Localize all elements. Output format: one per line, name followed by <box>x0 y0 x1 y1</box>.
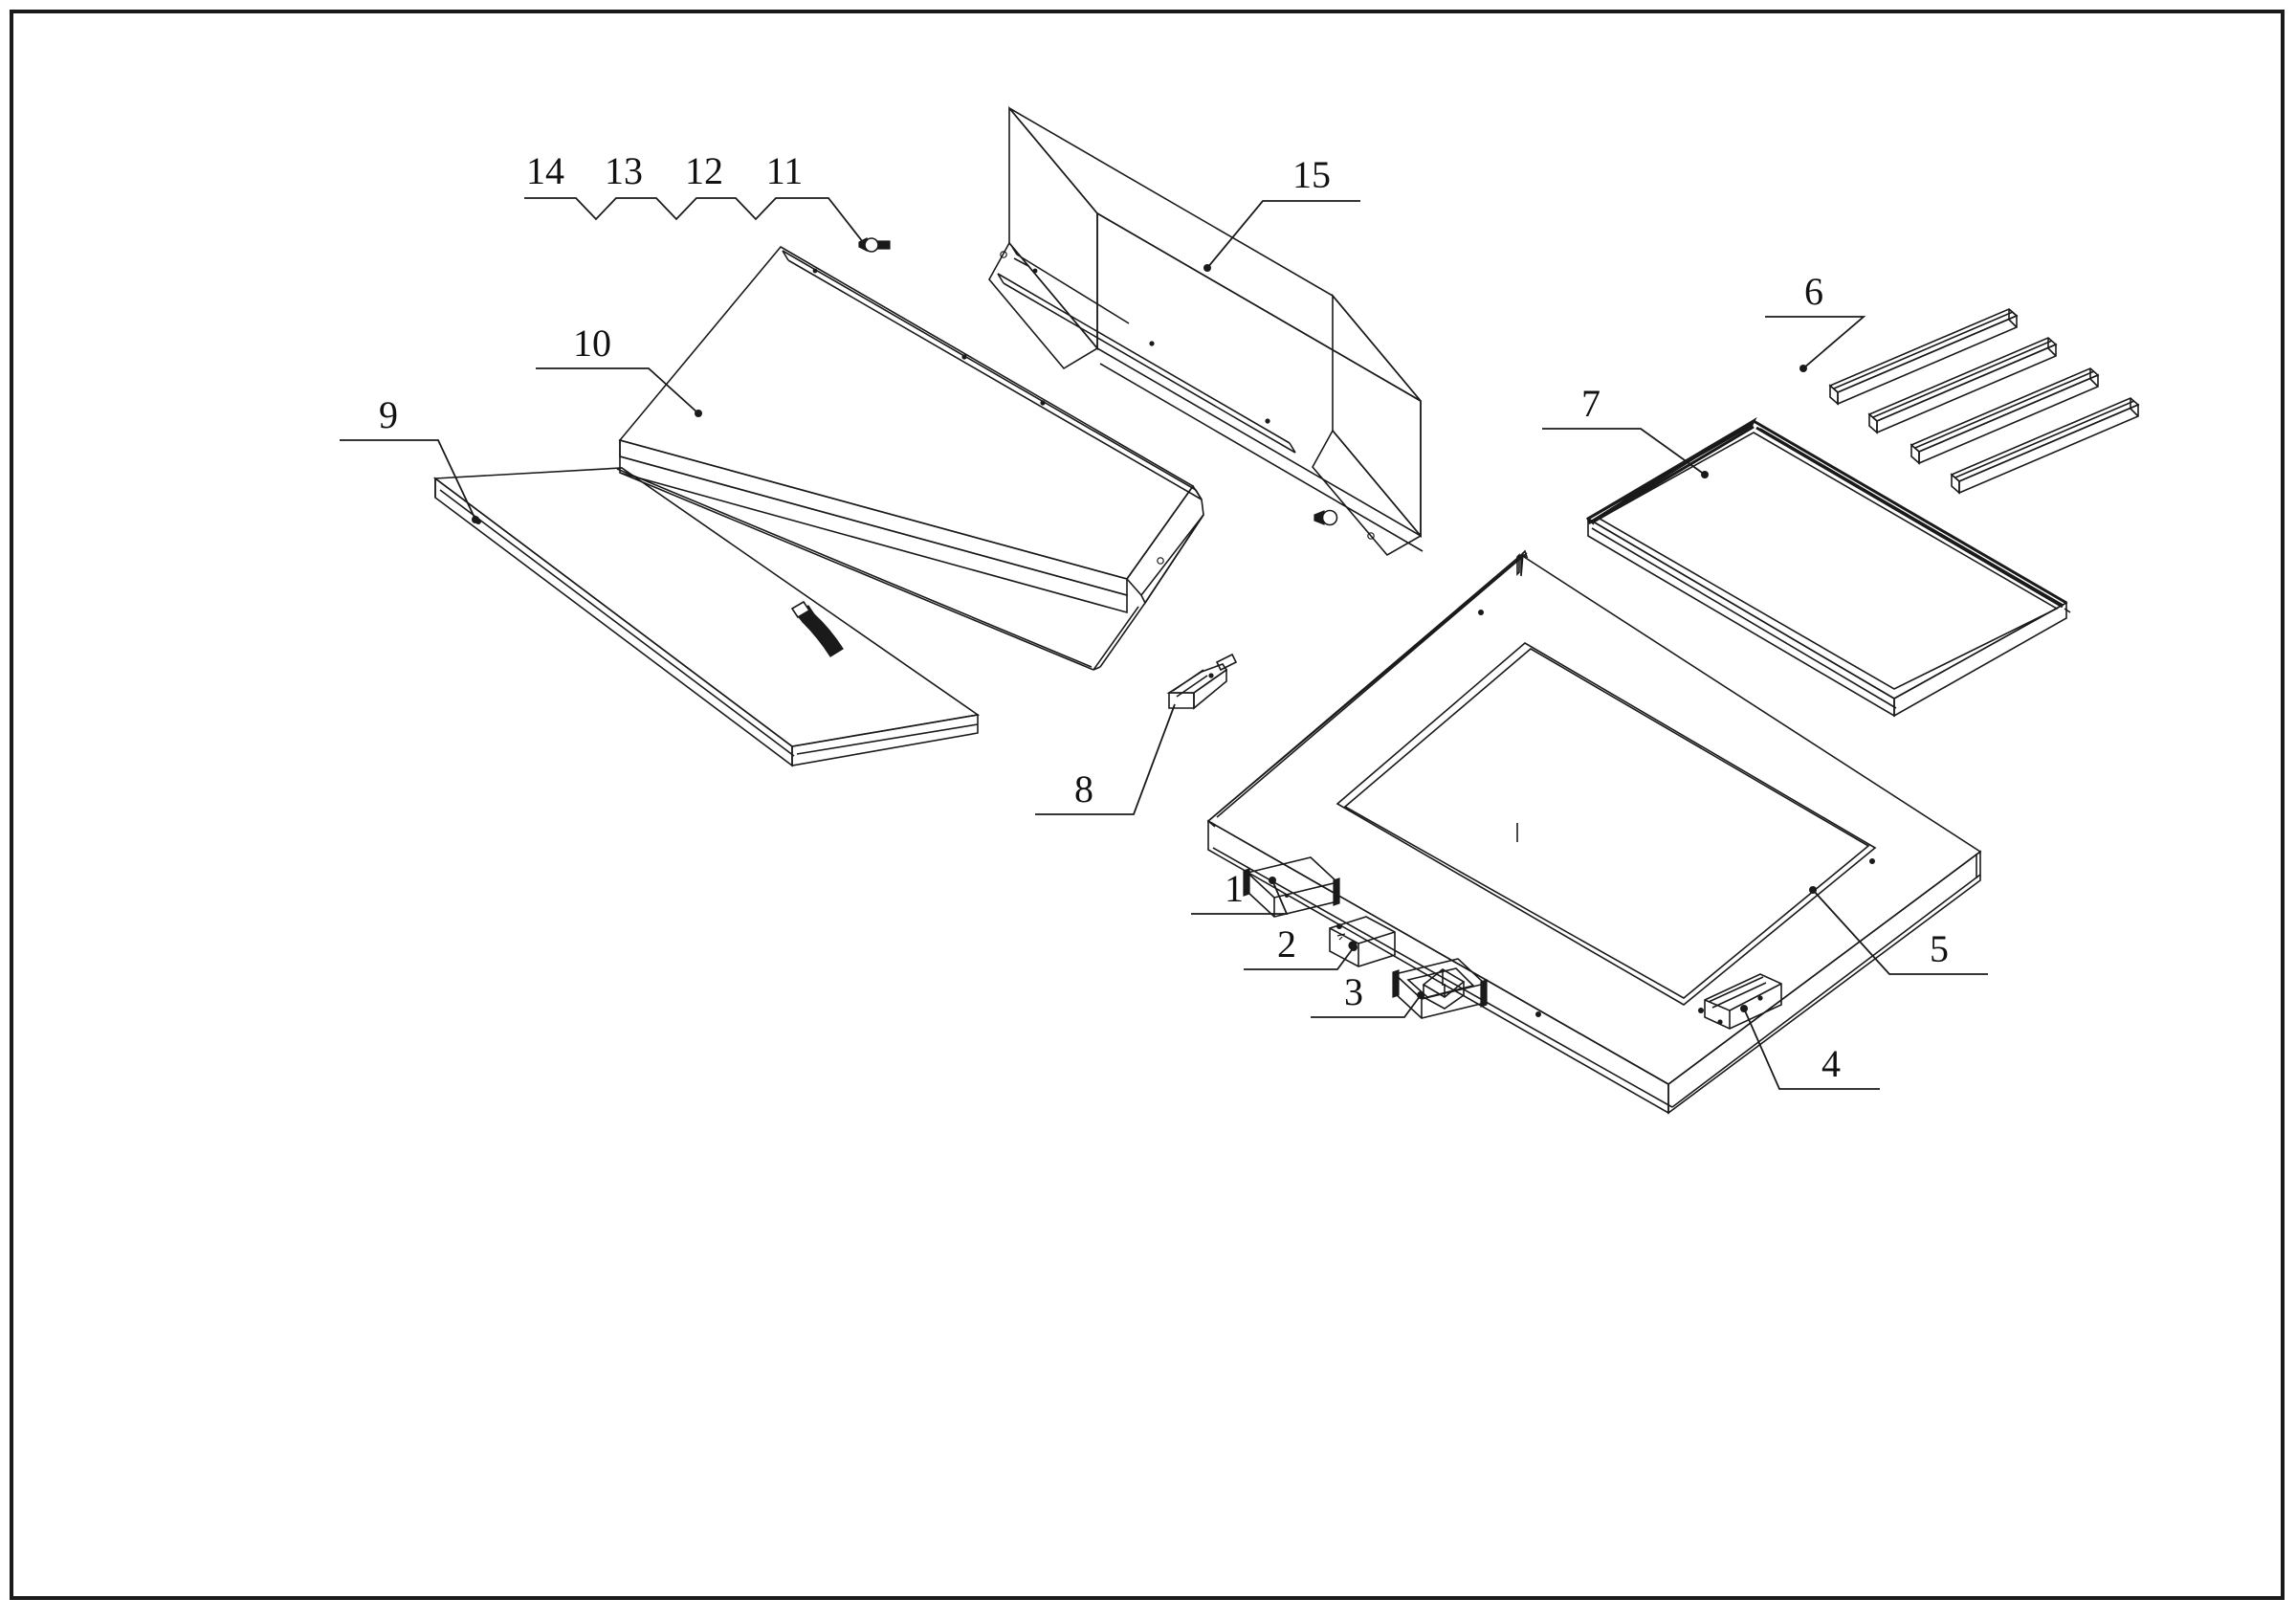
callout-11-label: 11 <box>766 149 804 192</box>
part-15-hood-canopy <box>988 105 1424 557</box>
part-9-flat-panel-board <box>432 467 981 767</box>
callout-10: 10 <box>536 322 702 417</box>
callout-15: 15 <box>1203 153 1360 272</box>
callout-12-label: 12 <box>685 149 723 192</box>
callout-10-label: 10 <box>573 322 611 365</box>
callout-15-label: 15 <box>1292 153 1331 196</box>
callout-3: 3 <box>1311 970 1424 1018</box>
part-2-control-module <box>1329 916 1396 967</box>
callout-14: 14 <box>526 149 564 192</box>
multi-leader-comb <box>524 197 864 243</box>
part-10-folded-lid <box>616 245 1204 671</box>
support-rail <box>1910 367 2100 465</box>
callout-9: 9 <box>340 393 479 523</box>
callout-layer: 14 13 12 11 15 10 <box>340 149 1988 1090</box>
callout-3-label: 3 <box>1344 970 1363 1013</box>
callout-9-label: 9 <box>379 393 398 436</box>
callout-8: 8 <box>1035 703 1176 815</box>
callout-5-label: 5 <box>1930 927 1949 970</box>
callout-2: 2 <box>1244 922 1358 970</box>
part-7-tray-frame <box>1586 416 2071 718</box>
part-5-base-frame <box>1206 549 1982 1115</box>
callout-14-label: 14 <box>526 149 564 192</box>
lid-handle <box>790 600 844 657</box>
callout-4-label: 4 <box>1821 1042 1841 1085</box>
part-11-fastener-screw <box>858 237 891 253</box>
callout-8-label: 8 <box>1074 767 1093 810</box>
callout-6-label: 6 <box>1804 270 1823 313</box>
part-8-slide-bracket <box>1166 653 1238 710</box>
support-rail <box>1950 397 2140 495</box>
callout-13: 13 <box>605 149 643 192</box>
callout-13-label: 13 <box>605 149 643 192</box>
support-rail <box>1828 308 2019 406</box>
part-6-support-rails <box>1800 308 2140 495</box>
callout-7: 7 <box>1542 382 1709 478</box>
callout-7-label: 7 <box>1581 382 1601 425</box>
support-rail <box>1867 337 2058 434</box>
callout-1-label: 1 <box>1225 867 1244 910</box>
callout-12: 12 <box>685 149 723 192</box>
callout-5: 5 <box>1809 886 1988 975</box>
callout-6: 6 <box>1765 270 1866 372</box>
part-4-angle-bracket <box>1704 973 1782 1030</box>
part-fastener-screw-lower <box>1314 509 1338 526</box>
callout-1: 1 <box>1191 867 1289 915</box>
callout-2-label: 2 <box>1277 922 1296 966</box>
part-3-bezel-plate <box>1392 958 1488 1019</box>
callout-11: 11 <box>766 149 804 192</box>
part-1-face-plate-blank <box>1243 856 1340 918</box>
sheet-border <box>10 10 2285 1600</box>
callout-4: 4 <box>1740 1005 1880 1090</box>
